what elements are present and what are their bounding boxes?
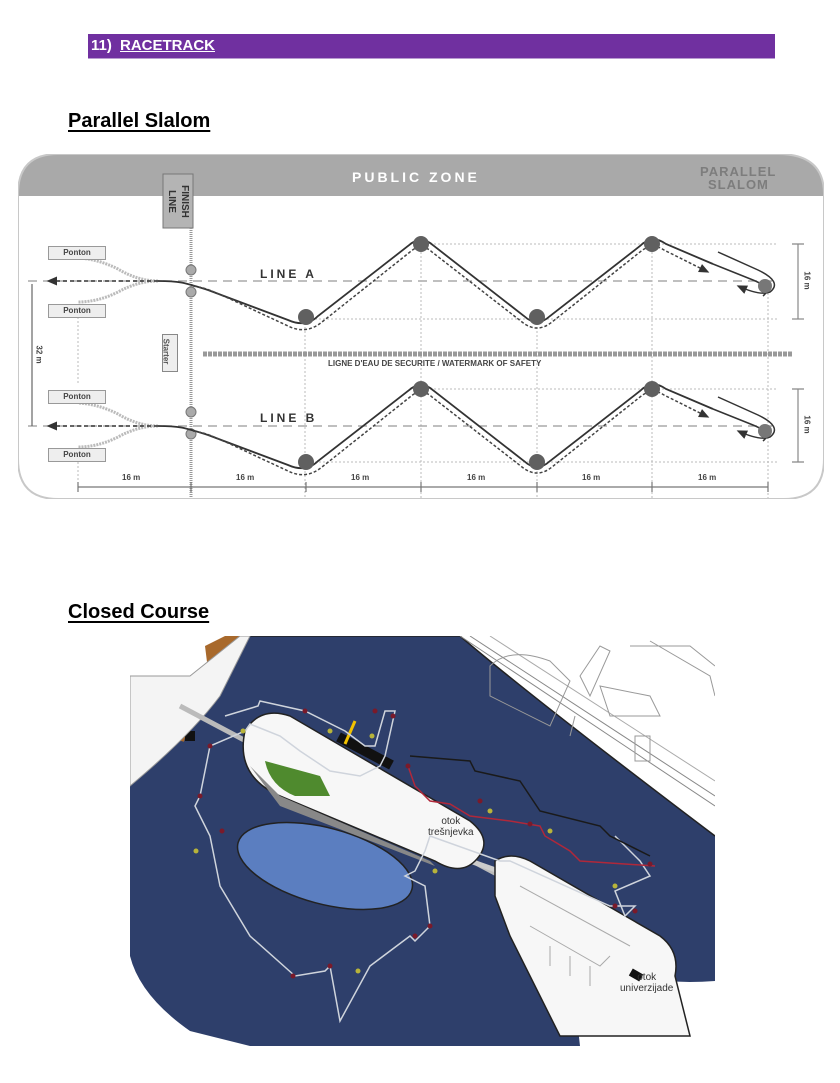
line-b-label: LINE B xyxy=(260,411,318,425)
public-zone-label: PUBLIC ZONE xyxy=(352,169,480,185)
segment-distance-2: 16 m xyxy=(236,473,255,482)
segment-distance-3: 16 m xyxy=(351,473,370,482)
closed-course-map: otok trešnjevka otok univerzijade xyxy=(130,636,715,1046)
parallel-slalom-diagram: PUBLIC ZONE PARALLEL SLALOM FINISH LINE … xyxy=(17,153,825,500)
pontoon-2: Ponton xyxy=(48,304,106,318)
starter-label: Starter xyxy=(161,338,171,365)
starter-box: Starter xyxy=(161,334,178,372)
corner-title-line2: SLALOM xyxy=(708,177,769,192)
section-title: RACETRACK xyxy=(120,37,215,54)
parallel-slalom-heading: Parallel Slalom xyxy=(68,110,211,132)
vertical-distance-label: 32 m xyxy=(34,345,44,364)
corner-title-line1: PARALLEL xyxy=(700,164,777,179)
segment-distance-6: 16 m xyxy=(698,473,717,482)
pontoon-4: Ponton xyxy=(48,448,106,462)
pontoon-1: Ponton xyxy=(48,246,106,260)
finish-line-label: FINISH LINE xyxy=(165,185,190,218)
segment-distance-4: 16 m xyxy=(467,473,486,482)
safety-line-label: LIGNE D'EAU DE SECURITE / WATERMARK OF S… xyxy=(328,359,542,368)
segment-distance-5: 16 m xyxy=(582,473,601,482)
line-a-label: LINE A xyxy=(260,267,317,281)
island-label-tresnjevka: otok trešnjevka xyxy=(428,816,474,838)
section-number: 11) xyxy=(91,37,112,54)
lane-width-a-label: 16 m xyxy=(802,271,812,290)
segment-distance-1: 16 m xyxy=(122,473,141,482)
island-label-univerzijade: otok univerzijade xyxy=(620,972,674,994)
closed-course-heading: Closed Course xyxy=(68,601,210,623)
section-title-bar: 11) RACETRACK xyxy=(88,34,775,59)
lane-width-b-label: 16 m xyxy=(802,415,812,434)
pontoon-3: Ponton xyxy=(48,390,106,404)
